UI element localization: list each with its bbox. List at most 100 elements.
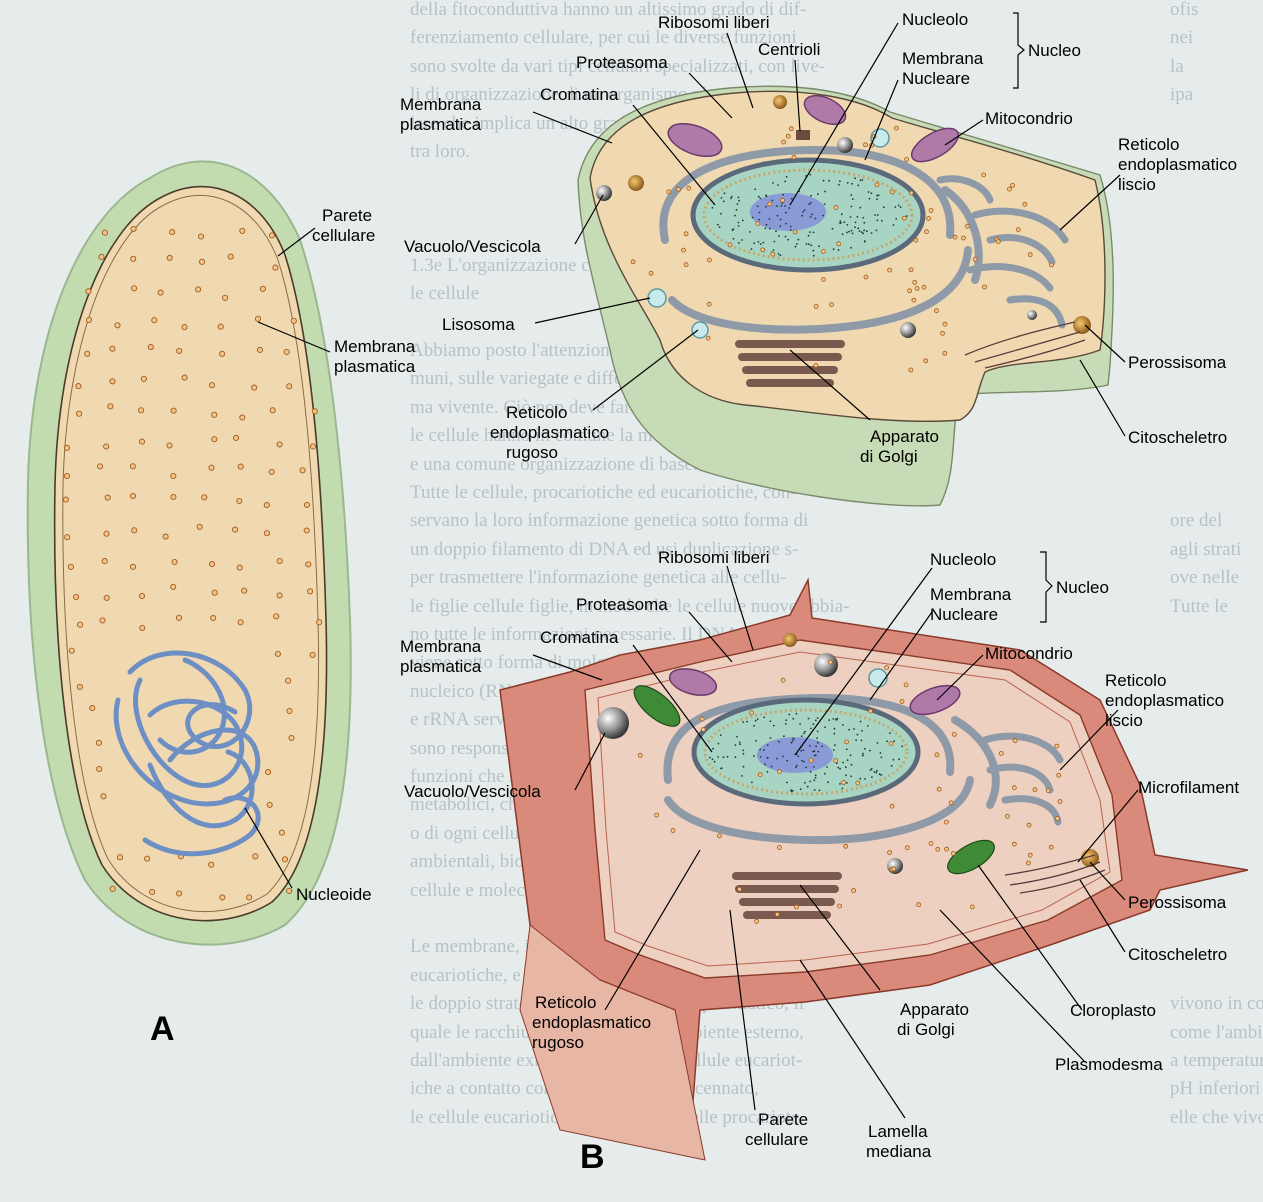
ribosome [728,243,732,247]
chromatin-dot [786,760,788,762]
ribosome [197,524,202,529]
ribosome [212,437,217,442]
chromatin-dot [808,203,810,205]
ribosome [110,886,115,891]
chromatin-dot [815,745,817,747]
ribosome [247,895,252,900]
chromatin-dot [773,249,775,251]
ribosome [257,347,262,352]
chromatin-dot [824,726,826,728]
chromatin-dot [854,177,856,179]
chromatin-dot [793,738,795,740]
chromatin-dot [839,783,841,785]
chromatin-dot [757,206,759,208]
ribosome [238,620,243,625]
chromatin-dot [758,196,760,198]
chromatin-dot [851,230,853,232]
chromatin-dot [901,745,903,747]
ribosome [65,535,70,540]
chromatin-dot [736,209,738,211]
ribosome [738,887,742,891]
chromatin-dot [847,182,849,184]
ribosome [750,711,754,715]
chromatin-dot [803,732,805,734]
ribosome [682,248,686,252]
chromatin-dot [846,224,848,226]
label-membrana-plasmatica-top: Membrana plasmatica [400,95,486,134]
ribosome [312,409,317,414]
chromatin-dot [894,206,896,208]
ribosome [131,226,136,231]
ribosome [260,286,265,291]
chromatin-dot [857,216,859,218]
ribosome [277,442,282,447]
chromatin-dot [796,713,798,715]
chromatin-dot [759,198,761,200]
chromatin-dot [854,226,856,228]
ribosome [200,259,205,264]
plant-lysosome [869,669,887,687]
chromatin-dot [765,206,767,208]
chromatin-dot [803,761,805,763]
chromatin-dot [754,188,756,190]
label-reticolo-liscio-top: Reticolo endoplasmatico liscio [1118,135,1242,194]
chromatin-dot [817,193,819,195]
chromatin-dot [895,218,897,220]
chromatin-dot [792,740,794,742]
chromatin-dot [861,231,863,233]
chromatin-dot [791,790,793,792]
ribosome [631,260,635,264]
label-nucleolo-bottom: Nucleolo [930,550,996,569]
ribosome [890,804,894,808]
ribosome [130,464,135,469]
ribosome [167,443,172,448]
ribosome [944,820,948,824]
chromatin-dot [758,241,760,243]
label-membrana-nucleare-bottom: Membrana Nucleare [930,585,1016,624]
ribosome [761,248,765,252]
ribosome [102,230,107,235]
chromatin-dot [772,182,774,184]
ribosome [909,191,913,195]
chromatin-dot [851,764,853,766]
ribosome [902,216,906,220]
chromatin-dot [866,230,868,232]
chromatin-dot [801,735,803,737]
chromatin-dot [785,236,787,238]
panel-letter-b: B [580,1138,605,1176]
chromatin-dot [755,720,757,722]
ribosome [1033,788,1037,792]
ribosome [1046,789,1050,793]
panel-a-prokaryote: Parete cellulare Membrana plasmatica Nuc… [28,161,420,1048]
chromatin-dot [826,766,828,768]
ribosome [211,615,216,620]
ribosome [209,562,214,567]
chromatin-dot [876,195,878,197]
ribosome [935,753,939,757]
chromatin-dot [834,728,836,730]
ribosome [821,249,825,253]
chromatin-dot [810,728,812,730]
chromatin-dot [842,233,844,235]
label-membrana-plasmatica-a: Membrana plasmatica [334,337,420,376]
chromatin-dot [751,782,753,784]
label-golgi-bottom: Apparato di Golgi [897,1000,974,1039]
ribosome [86,317,91,322]
ribosome [171,473,176,478]
chromatin-dot [805,767,807,769]
chromatin-dot [893,740,895,742]
panel-b-top-animal-cell: Ribosomi liberi Centrioli Nucleolo Membr… [400,10,1242,506]
ribosome [150,889,155,894]
chromatin-dot [763,749,765,751]
label-citoscheletro-top: Citoscheletro [1128,428,1227,447]
ribosome [778,770,782,774]
ribosome [913,280,917,284]
label-vacuolo-top: Vacuolo/Vescicola [404,237,541,256]
ribosome [864,143,868,147]
chromatin-dot [898,758,900,760]
ribosome [117,855,122,860]
ribosome [1016,228,1020,232]
label-proteasoma-bottom: Proteasoma [576,595,668,614]
ribosome [638,753,642,757]
chromatin-dot [851,183,853,185]
